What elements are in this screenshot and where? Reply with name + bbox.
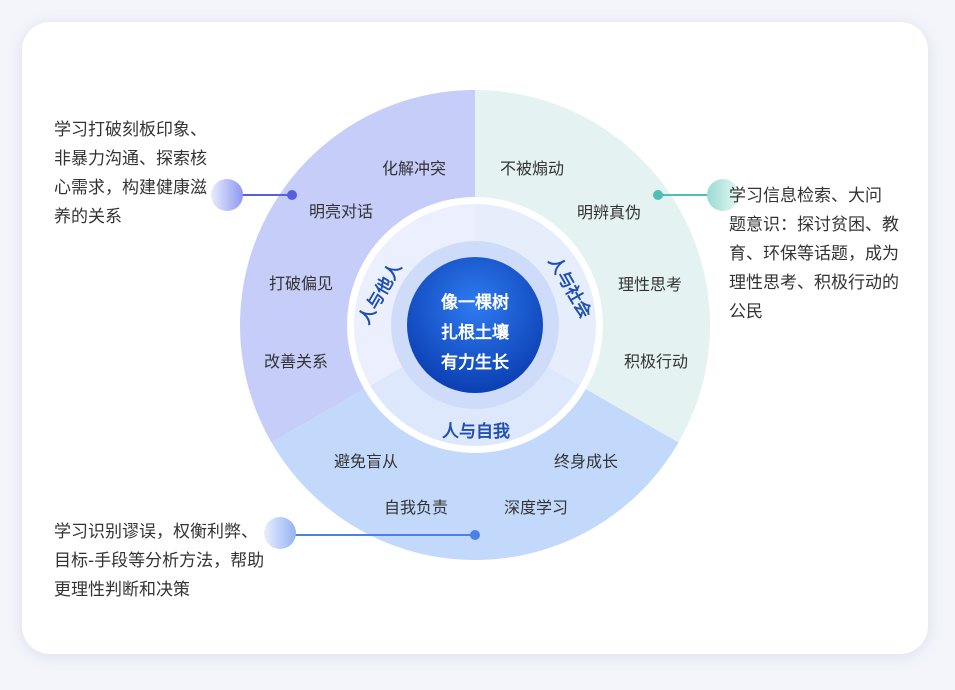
item-self-3: 自我负责 xyxy=(384,498,448,517)
connector-bubble-others xyxy=(211,179,243,211)
item-society-3: 理性思考 xyxy=(618,275,682,294)
note-self: 学习识别谬误，权衡利弊、 目标-手段等分析方法，帮助 更理性判断和决策 xyxy=(54,522,265,600)
item-society-4: 积极行动 xyxy=(624,352,688,371)
item-self-2: 终身成长 xyxy=(554,452,618,471)
item-self-1: 避免盲从 xyxy=(334,452,398,471)
item-others-3: 打破偏见 xyxy=(269,274,333,293)
item-others-4: 改善关系 xyxy=(264,352,328,371)
note-others: 学习打破刻板印象、 非暴力沟通、探索核 心需求，构建健康滋 养的关系 xyxy=(54,120,207,227)
center-line-2: 扎根土壤 xyxy=(441,322,510,343)
item-others-1: 化解冲突 xyxy=(382,159,446,178)
center-line-3: 有力生长 xyxy=(441,352,510,373)
connector-bubble-society xyxy=(707,179,739,211)
sector-label-self: 人与自我 xyxy=(442,421,510,442)
connector-dot-others xyxy=(287,190,297,200)
item-society-1: 不被煽动 xyxy=(500,159,564,178)
center-circle xyxy=(407,257,543,393)
center-line-1: 像一棵树 xyxy=(441,292,509,313)
item-others-2: 明亮对话 xyxy=(309,202,373,221)
connector-bubble-self xyxy=(264,517,296,549)
connector-dot-self xyxy=(470,530,480,540)
item-society-2: 明辨真伪 xyxy=(577,203,641,222)
item-self-4: 深度学习 xyxy=(504,498,568,517)
note-society: 学习信息检索、大问 题意识：探讨贫困、教 育、环保等话题，成为 理性思考、积极行… xyxy=(729,186,899,322)
connector-dot-society xyxy=(653,190,663,200)
